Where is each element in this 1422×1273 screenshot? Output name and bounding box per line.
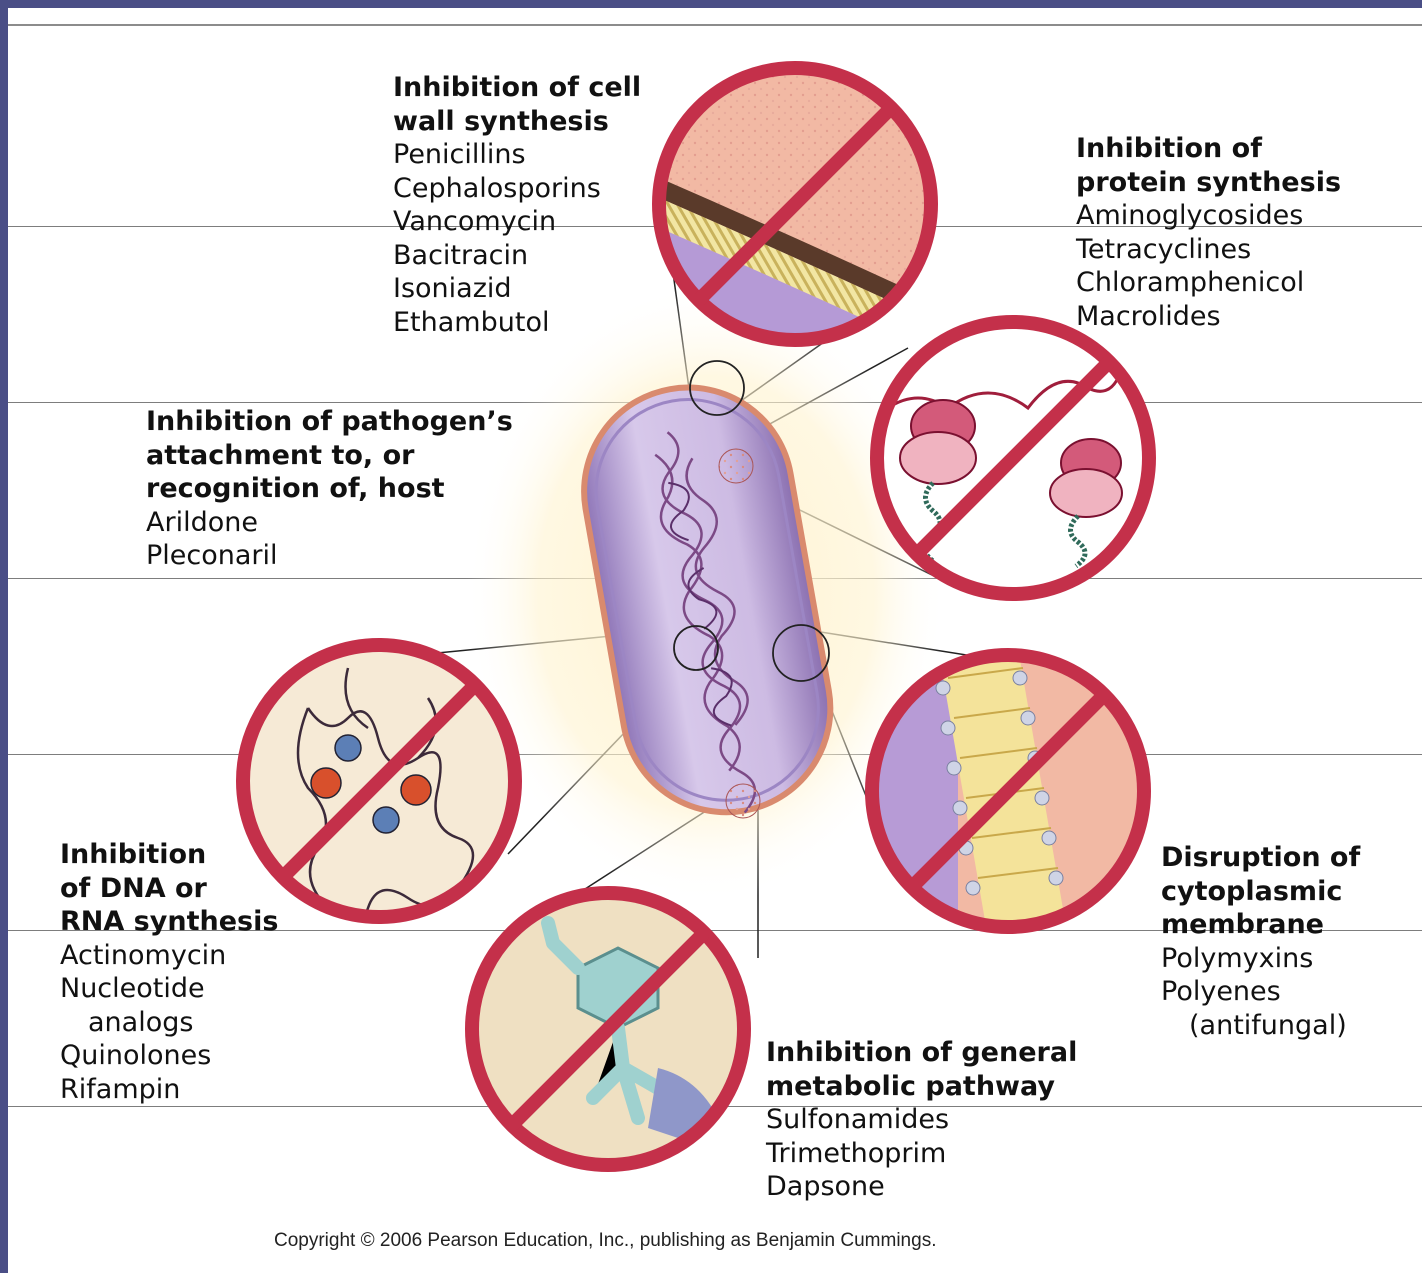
drug-nucleotide: Nucleotide [60, 972, 278, 1006]
drug-tetracyclines: Tetracyclines [1076, 233, 1341, 267]
drug-arildone: Arildone [146, 506, 513, 540]
protein-heading-2: protein synthesis [1076, 166, 1341, 200]
cell-wall-heading-2: wall synthesis [393, 105, 641, 139]
dna-rna-heading-3: RNA synthesis [60, 905, 278, 939]
copyright-notice: Copyright © 2006 Pearson Education, Inc.… [274, 1230, 936, 1252]
drug-trimethoprim: Trimethoprim [766, 1137, 1077, 1171]
metabolic-heading-2: metabolic pathway [766, 1070, 1077, 1104]
metabolic-pathway-inhibition-icon [468, 888, 758, 1178]
drug-sulfonamides: Sulfonamides [766, 1103, 1077, 1137]
drug-isoniazid: Isoniazid [393, 272, 641, 306]
attachment-heading-2: attachment to, or [146, 439, 513, 473]
drug-macrolides: Macrolides [1076, 300, 1341, 334]
cell-wall-heading-1: Inhibition of cell [393, 71, 641, 105]
membrane-heading-3: membrane [1161, 908, 1360, 942]
drug-antifungal-note: (antifungal) [1161, 1009, 1360, 1043]
cell-wall-label: Inhibition of cell wall synthesis Penici… [393, 71, 641, 339]
attachment-label: Inhibition of pathogen’s attachment to, … [146, 405, 513, 573]
drug-actinomycin: Actinomycin [60, 939, 278, 973]
drug-penicillins: Penicillins [393, 138, 641, 172]
dna-rna-heading-2: of DNA or [60, 872, 278, 906]
drug-pleconaril: Pleconaril [146, 539, 513, 573]
drug-dapsone: Dapsone [766, 1170, 1077, 1204]
drug-bacitracin: Bacitracin [393, 239, 641, 273]
drug-aminoglycosides: Aminoglycosides [1076, 199, 1341, 233]
attachment-heading-1: Inhibition of pathogen’s [146, 405, 513, 439]
metabolic-label: Inhibition of general metabolic pathway … [766, 1036, 1077, 1204]
membrane-heading-1: Disruption of [1161, 841, 1360, 875]
membrane-heading-2: cytoplasmic [1161, 875, 1360, 909]
protein-synthesis-inhibition-icon [873, 318, 1153, 598]
drug-analogs: analogs [60, 1006, 278, 1040]
drug-ethambutol: Ethambutol [393, 306, 641, 340]
drug-polyenes: Polyenes [1161, 975, 1360, 1009]
drug-polymyxins: Polymyxins [1161, 942, 1360, 976]
drug-vancomycin: Vancomycin [393, 205, 641, 239]
protein-heading-1: Inhibition of [1076, 132, 1341, 166]
membrane-disruption-icon [868, 648, 1158, 938]
dna-rna-heading-1: Inhibition [60, 838, 278, 872]
protein-label: Inhibition of protein synthesis Aminogly… [1076, 132, 1341, 333]
attachment-heading-3: recognition of, host [146, 472, 513, 506]
metabolic-heading-1: Inhibition of general [766, 1036, 1077, 1070]
dna-rna-label: Inhibition of DNA or RNA synthesis Actin… [60, 838, 278, 1106]
drug-rifampin: Rifampin [60, 1073, 278, 1107]
drug-chloramphenicol: Chloramphenicol [1076, 266, 1341, 300]
slide: Inhibition of cell wall synthesis Penici… [8, 8, 1422, 1273]
membrane-label: Disruption of cytoplasmic membrane Polym… [1161, 841, 1360, 1042]
drug-quinolones: Quinolones [60, 1039, 278, 1073]
drug-cephalosporins: Cephalosporins [393, 172, 641, 206]
